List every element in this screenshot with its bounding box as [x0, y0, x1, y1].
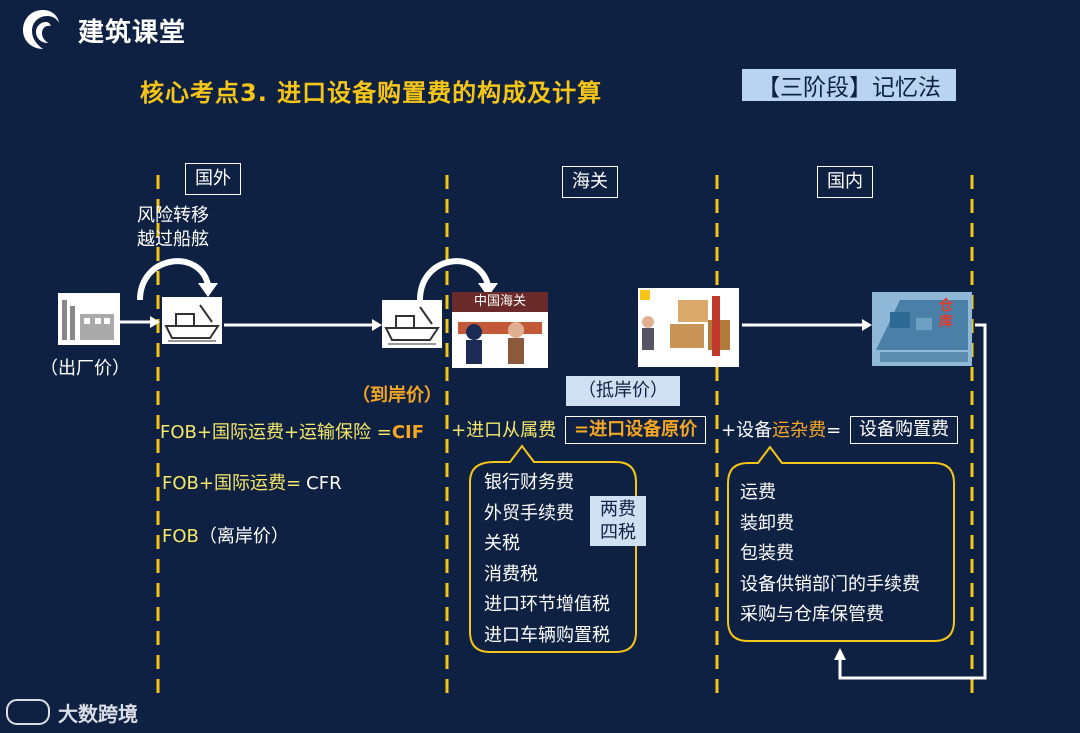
watermark: 大数跨境 [6, 696, 138, 728]
watermark-text: 大数跨境 [58, 701, 138, 726]
memory-method-badge: 【三阶段】记忆法 [742, 69, 956, 101]
factory-price-label: （出厂价） [40, 358, 130, 379]
page-title: 核心考点3. 进口设备购置费的构成及计算 [140, 79, 603, 107]
formula-fob: FOB（离岸价） [162, 525, 289, 549]
formula-cif-expr: FOB+国际运费+运输保险 = [160, 422, 392, 443]
list-item: 银行财务费 [484, 472, 574, 493]
badge-line: 四税 [600, 522, 636, 543]
risk-transfer-line1: 风险转移 [137, 205, 209, 226]
list-item: 设备供销部门的手续费 [740, 573, 920, 595]
list-item: 采购与仓库保管费 [740, 604, 884, 625]
goods-picture [638, 288, 739, 367]
arrowhead-risk-transfer [198, 283, 218, 297]
section-domestic: 国内 [817, 166, 873, 198]
watermark-logo-icon [6, 699, 50, 725]
list-item: 关税 [484, 533, 520, 554]
formula-customs-prefix: +进口从属费 [451, 420, 557, 441]
risk-transfer-line2: 越过船舷 [137, 229, 209, 250]
customs-picture [452, 292, 548, 368]
brand-swirl-icon [23, 10, 59, 49]
list-item: 进口环节增值税 [484, 594, 610, 615]
brand-logo: 建筑课堂 [20, 6, 280, 52]
arrowhead-return [834, 648, 846, 660]
list-item: 包装费 [740, 543, 794, 564]
transport-fee-list: 运费 装卸费 包装费 设备供销部门的手续费 采购与仓库保管费 [740, 478, 920, 631]
formula-cfr: FOB+国际运费= CFR [162, 472, 342, 496]
two-fees-four-taxes-badge: 两费 四税 [590, 496, 646, 546]
arrowhead-ship-to-ship [372, 319, 382, 331]
formula-cfr-expr: FOB+国际运费= [162, 473, 302, 494]
list-item: 外贸手续费 [484, 502, 574, 524]
formula-fob-note: （离岸价） [198, 526, 289, 547]
warehouse-sign: 仓库 [939, 298, 953, 330]
list-item: 消费税 [484, 563, 538, 585]
customs-sign: 中国海关 [473, 294, 526, 309]
ship-picture-2 [382, 300, 442, 348]
list-item: 运费 [740, 482, 776, 503]
list-item: 装卸费 [740, 512, 794, 534]
formula-domestic-highlight: 运杂费 [772, 420, 827, 441]
formula-domestic-result: 设备购置费 [850, 416, 958, 444]
curved-arrow-risk-transfer [137, 258, 211, 301]
callout-transport-fees [727, 445, 955, 642]
landed-price-label: （抵岸价） [566, 376, 680, 406]
section-customs: 海关 [562, 166, 618, 198]
return-line [838, 323, 987, 680]
brand-name: 建筑课堂 [78, 18, 187, 48]
factory-picture [58, 293, 120, 345]
site-picture [872, 292, 972, 366]
formula-cfr-result: CFR [306, 473, 342, 494]
subsidiary-fee-list: 银行财务费 外贸手续费 关税 消费税 进口环节增值税 进口车辆购置税 [484, 468, 610, 651]
formula-cif-result: CIF [391, 422, 425, 443]
arrival-price-label: （到岸价） [352, 385, 442, 406]
arrowhead-warehouse-to-site [862, 319, 872, 331]
list-item: 进口车辆购置税 [484, 624, 610, 646]
formula-cif: FOB+国际运费+运输保险 =CIF [160, 421, 424, 445]
formula-domestic: +设备运杂费= [721, 419, 841, 443]
formula-customs-result-text: =进口设备原价 [574, 419, 698, 440]
arrowhead-customs [478, 283, 498, 297]
callout-subsidiary-fees [469, 444, 637, 653]
formula-fob-expr: FOB [162, 526, 199, 547]
section-abroad: 国外 [185, 163, 241, 195]
formula-domestic-eq: = [826, 420, 842, 441]
curved-arrow-customs [417, 258, 491, 301]
arrowhead-factory-to-ship [150, 316, 160, 328]
formula-domestic-prefix: +设备 [721, 420, 773, 441]
badge-line: 两费 [600, 499, 636, 520]
ship-picture-1 [162, 297, 222, 344]
formula-customs-result: =进口设备原价 [565, 416, 707, 444]
